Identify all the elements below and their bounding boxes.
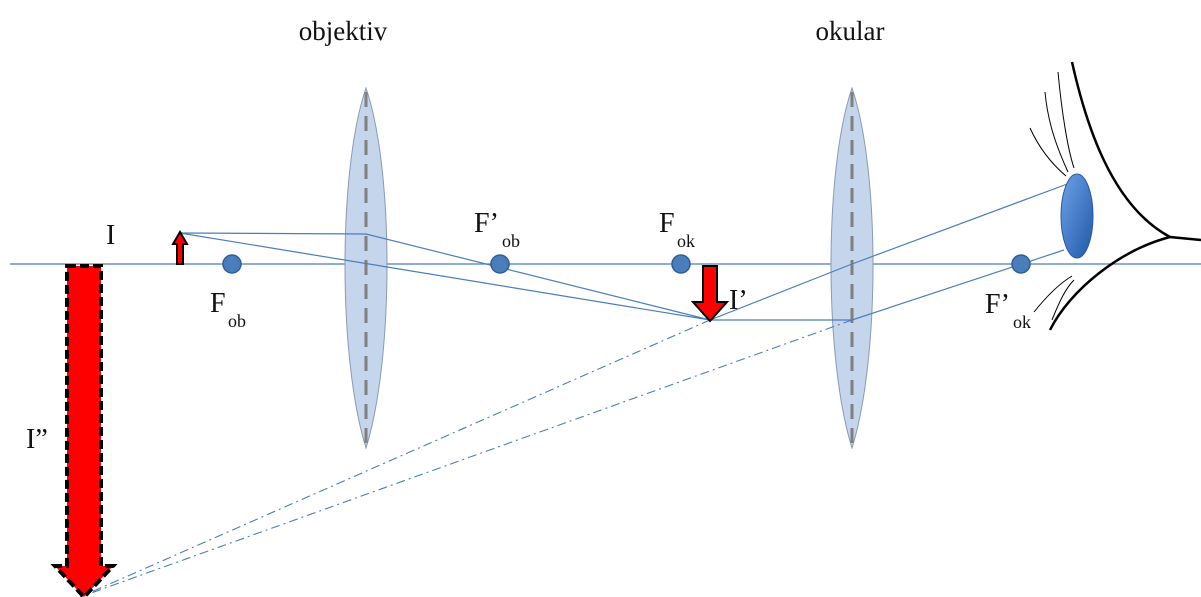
eye [1029,61,1201,331]
ocular-lens [830,86,874,450]
f-ok-prime-subscript: ok [1013,312,1031,332]
ray-through-center-objective [179,232,711,321]
eyelash-2 [1044,91,1069,173]
virtual-ray-1 [79,319,711,597]
f-ob-prime-subscript: ob [502,231,520,251]
eyelash-1 [1057,71,1075,169]
focal-point-f-ob [222,254,242,274]
f-ob-letter: F [210,288,226,319]
f-ob-subscript: ob [228,311,246,331]
ray-ocular-center [709,182,1071,321]
ray-ocular-parallel [710,249,1065,321]
focal-point-f-ok-prime [1011,254,1031,274]
objective-lens [344,86,388,450]
rays [179,182,1071,321]
focal-points [222,254,1031,274]
intermediate-image-arrow [690,265,730,323]
eye-pupil [1060,173,1094,259]
final-image-label: I” [26,424,48,455]
eyelash-5 [1051,279,1075,321]
final-image-arrow [50,264,118,597]
eyelid-lower [1048,235,1171,331]
ocular-label: okular [816,16,885,46]
intermediate-image-label: I’ [729,285,748,316]
virtual-ray-2 [79,319,853,597]
object-label: I [106,220,115,251]
eyelash-3 [1029,127,1067,177]
focal-point-f-ob-prime [490,254,510,274]
focal-point-f-ok [671,254,691,274]
eyelid-upper [1070,61,1201,242]
f-ob-prime-label: F’ ob [474,208,520,251]
eyelash-4 [1033,275,1073,313]
objective-label: objektiv [299,16,388,46]
f-ob-prime-letter: F’ [474,208,499,239]
ray-parallel-objective [179,232,711,321]
f-ok-prime-label: F’ ok [985,289,1031,332]
object-arrow [171,230,189,265]
f-ob-label: F ob [210,288,246,331]
f-ok-prime-letter: F’ [985,289,1010,320]
f-ok-letter: F [659,208,675,239]
f-ok-subscript: ok [677,231,695,251]
f-ok-label: F ok [659,208,695,251]
virtual-rays [79,319,853,597]
